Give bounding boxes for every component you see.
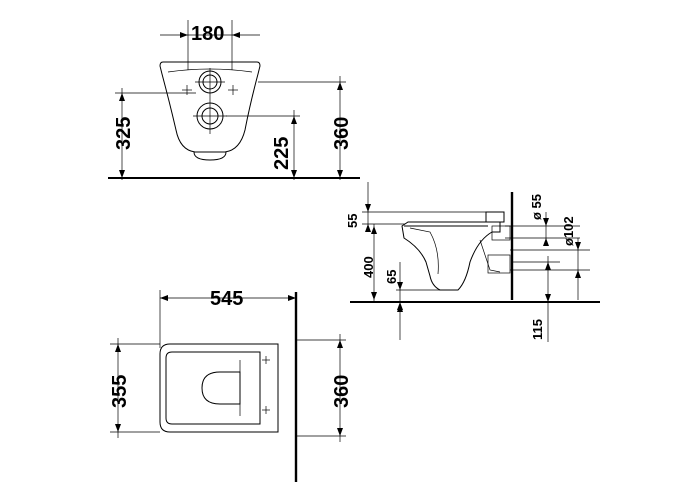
side-arrow-d102-bottom bbox=[575, 270, 581, 278]
side-bowl-inner bbox=[409, 227, 439, 275]
front-arrow-325-top bbox=[119, 93, 125, 101]
side-arrow-d102-top bbox=[575, 242, 581, 250]
side-arrow-65-top bbox=[397, 282, 403, 290]
side-dim-65-label: 65 bbox=[384, 270, 399, 284]
side-bowl-profile bbox=[401, 221, 501, 291]
top-seat-opening bbox=[201, 371, 241, 405]
top-bowl-outline bbox=[159, 343, 279, 433]
side-arrow-55-bottom bbox=[365, 224, 371, 232]
top-arrow-355-bottom bbox=[115, 424, 121, 432]
side-arrow-55-top bbox=[365, 204, 371, 212]
top-view: 545 355 360 bbox=[109, 288, 353, 482]
side-arrow-115-bottom bbox=[545, 294, 551, 302]
front-arrow-225-top bbox=[291, 116, 297, 124]
side-arrow-115-top bbox=[545, 262, 551, 270]
top-fixing-lower bbox=[262, 406, 270, 414]
side-dim-d55-label: ø 55 bbox=[529, 194, 544, 220]
side-arrow-floor-ref bbox=[397, 304, 403, 312]
front-arrow-360-top bbox=[337, 82, 343, 90]
top-arrow-545-right bbox=[288, 295, 296, 301]
top-arrow-360-bottom bbox=[337, 428, 343, 436]
side-bowl-trap bbox=[479, 239, 501, 273]
front-arrow-180-right bbox=[232, 32, 240, 38]
side-dim-55-label: 55 bbox=[345, 214, 360, 228]
front-bowl-outline bbox=[159, 61, 261, 153]
front-dim-180-label: 180 bbox=[191, 23, 224, 45]
side-view: 55 400 65 ø 55 ø102 115 bbox=[345, 182, 600, 342]
front-view: 180 325 22 bbox=[108, 20, 360, 180]
front-dim-225-label: 225 bbox=[271, 137, 293, 170]
front-dim-325-label: 325 bbox=[113, 117, 135, 150]
front-drain-bottom bbox=[193, 151, 227, 161]
top-dim-545-label: 545 bbox=[210, 288, 243, 310]
side-dim-115-label: 115 bbox=[530, 319, 545, 340]
side-arrow-d55-bottom bbox=[543, 238, 549, 246]
front-arrow-360-bottom bbox=[337, 170, 343, 178]
front-fixing-left bbox=[182, 85, 192, 95]
side-dim-400-label: 400 bbox=[361, 256, 376, 278]
top-fixing-upper bbox=[262, 356, 270, 364]
top-seat-outline bbox=[165, 351, 261, 425]
top-arrow-360-top bbox=[337, 340, 343, 348]
front-arrow-180-left bbox=[180, 32, 188, 38]
front-arrow-225-bottom bbox=[291, 170, 297, 178]
side-dim-d102-label: ø102 bbox=[561, 216, 576, 246]
top-dim-355-label: 355 bbox=[109, 375, 131, 408]
front-fixing-right bbox=[228, 85, 238, 95]
top-arrow-545-left bbox=[160, 295, 168, 301]
side-flush-inlet bbox=[491, 225, 511, 241]
side-arrow-400-bottom bbox=[371, 292, 377, 300]
top-arrow-355-top bbox=[115, 344, 121, 352]
side-arrow-d55-top bbox=[543, 218, 549, 226]
front-arrow-325-bottom bbox=[119, 170, 125, 178]
side-connector-block bbox=[485, 211, 505, 223]
side-waste-outlet bbox=[487, 254, 511, 274]
top-dim-360-label: 360 bbox=[331, 375, 353, 408]
side-arrow-400-top bbox=[371, 226, 377, 234]
front-dim-360-label: 360 bbox=[331, 117, 353, 150]
